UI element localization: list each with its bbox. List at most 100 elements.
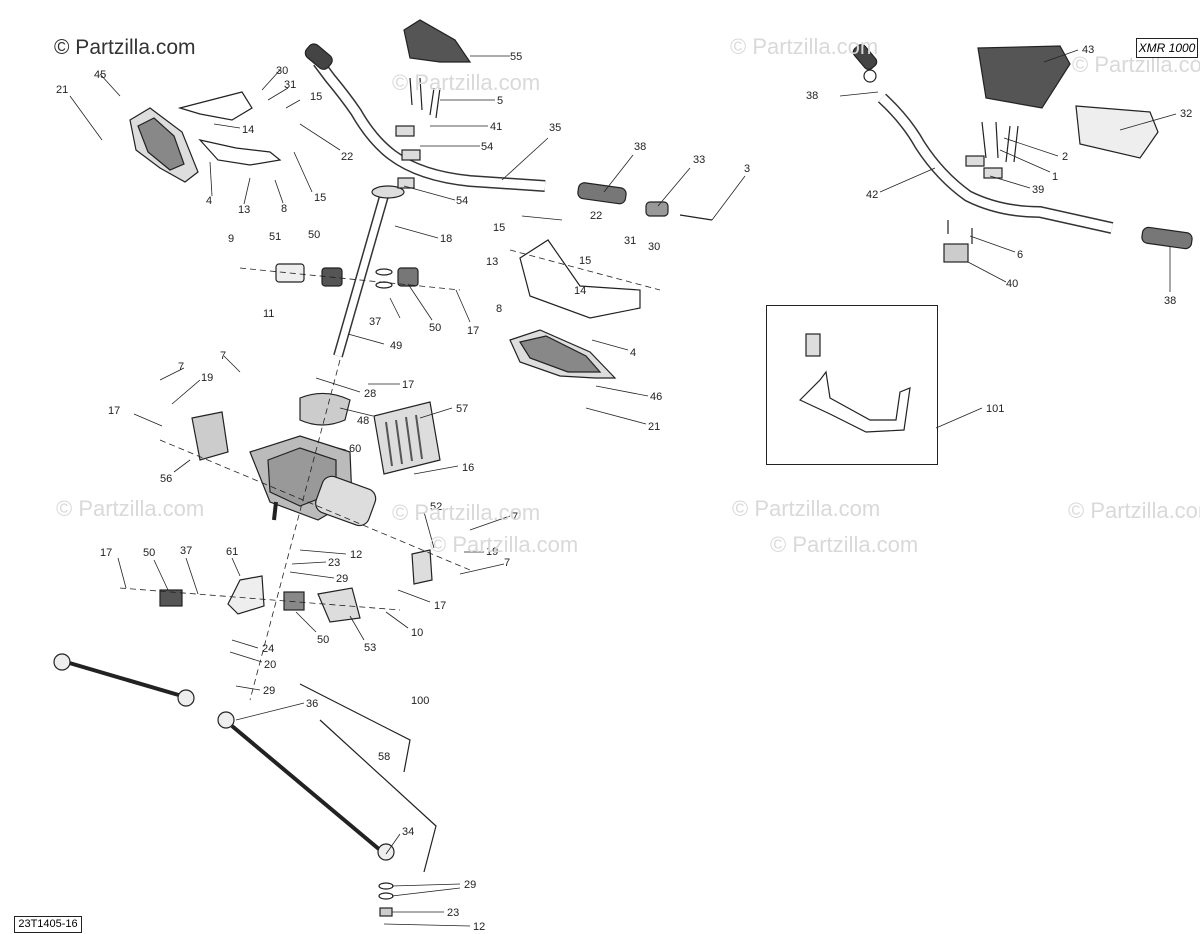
callout: 101 [986,403,1004,415]
callout: 19 [486,546,498,558]
callout: 9 [228,233,234,245]
callout: 23 [447,907,459,919]
callout: 3 [744,163,750,175]
callout: 42 [866,189,878,201]
watermark: © Partzilla.com [730,34,879,59]
callout: 31 [284,79,296,91]
callout: 24 [262,643,274,655]
callout: 39 [1032,184,1044,196]
tie-rod-center [217,711,395,917]
hand-guard-right [509,239,641,379]
callout: 11 [263,308,274,320]
bolts-5 [395,77,441,189]
steering-column [333,185,405,358]
callout: 15 [310,91,322,103]
callout: 28 [364,388,376,400]
callout: 6 [1017,249,1023,261]
callout: 22 [341,151,353,163]
callout: 10 [411,627,423,639]
callout: 14 [242,124,254,136]
grip-right [577,182,713,221]
watermark: © Partzilla.com [732,496,881,521]
callout: 13 [486,256,498,268]
callout: 37 [369,316,381,328]
callout: 51 [269,231,281,243]
watermark: © Partzilla.com [392,70,541,95]
callout: 41 [490,121,502,133]
callout: 8 [496,303,502,315]
callout: 50 [143,547,155,559]
callout: 38 [1164,295,1176,307]
callout: 29 [464,879,476,891]
handlebar-xmr [852,43,1193,263]
callout: 56 [160,473,172,485]
bracket-56 [191,411,229,461]
callout: 52 [430,501,442,513]
callout: 22 [590,210,602,222]
callout: 54 [456,195,468,207]
callout: 17 [100,547,112,559]
shield-ribs [385,414,423,467]
callout: 43 [1082,44,1094,56]
callout: 37 [180,545,192,557]
leader-lines [69,49,1177,927]
callout: 30 [648,241,660,253]
callout: 29 [263,685,275,697]
callout: 100 [411,695,429,707]
callout: 23 [328,557,340,569]
callout: 12 [350,549,362,561]
callout: 15 [493,222,505,234]
watermark: © Partzilla.com [56,496,205,521]
callout: 7 [178,361,184,373]
callout: 54 [481,141,493,153]
callout: 5 [497,95,503,107]
callout: 30 [276,65,288,77]
callout: 55 [510,51,522,63]
callout: 4 [630,347,636,359]
callout: 49 [390,340,402,352]
callout: 50 [317,634,329,646]
callout: 34 [402,826,414,838]
callout: 48 [357,415,369,427]
callout: 19 [201,372,213,384]
callout: 4 [206,195,212,207]
inset-guard-kit [798,333,911,433]
callout: 50 [308,229,320,241]
callout: 7 [220,350,226,362]
callout: 35 [549,122,561,134]
callout: 17 [434,600,446,612]
heat-shield-57 [373,401,441,475]
callout: 38 [806,90,818,102]
callout-layer: 55 5 41 54 54 18 35 38 33 3 30 31 15 45 … [56,44,1192,933]
callout: 17 [108,405,120,417]
bracket-52 [411,549,433,585]
callout: 21 [56,84,68,96]
watermark: © Partzilla.com [1068,498,1200,523]
callout: 13 [238,204,250,216]
handlebar-center [304,43,546,192]
inset-frame [766,305,938,465]
callout: 46 [650,391,662,403]
callout: 12 [473,921,485,933]
model-label: XMR 1000 [1136,38,1198,58]
callout: 20 [264,659,276,671]
watermark: © Partzilla.com [770,532,919,557]
watermark-main: © Partzilla.com [54,36,196,59]
callout: 45 [94,69,106,81]
hand-guard-left [129,91,282,183]
bracket-100 [299,683,437,873]
assembly-lines [119,249,661,701]
handlebar-cover [403,19,472,63]
callout: 7 [512,511,518,523]
callout: 58 [378,751,390,763]
callout: 53 [364,642,376,654]
tie-rod-left [53,653,195,707]
callout: 40 [1006,278,1018,290]
callout: 38 [634,141,646,153]
callout: 8 [281,203,287,215]
callout: 21 [648,421,660,433]
callout: 2 [1062,151,1068,163]
callout: 15 [314,192,326,204]
clamps [275,263,419,289]
